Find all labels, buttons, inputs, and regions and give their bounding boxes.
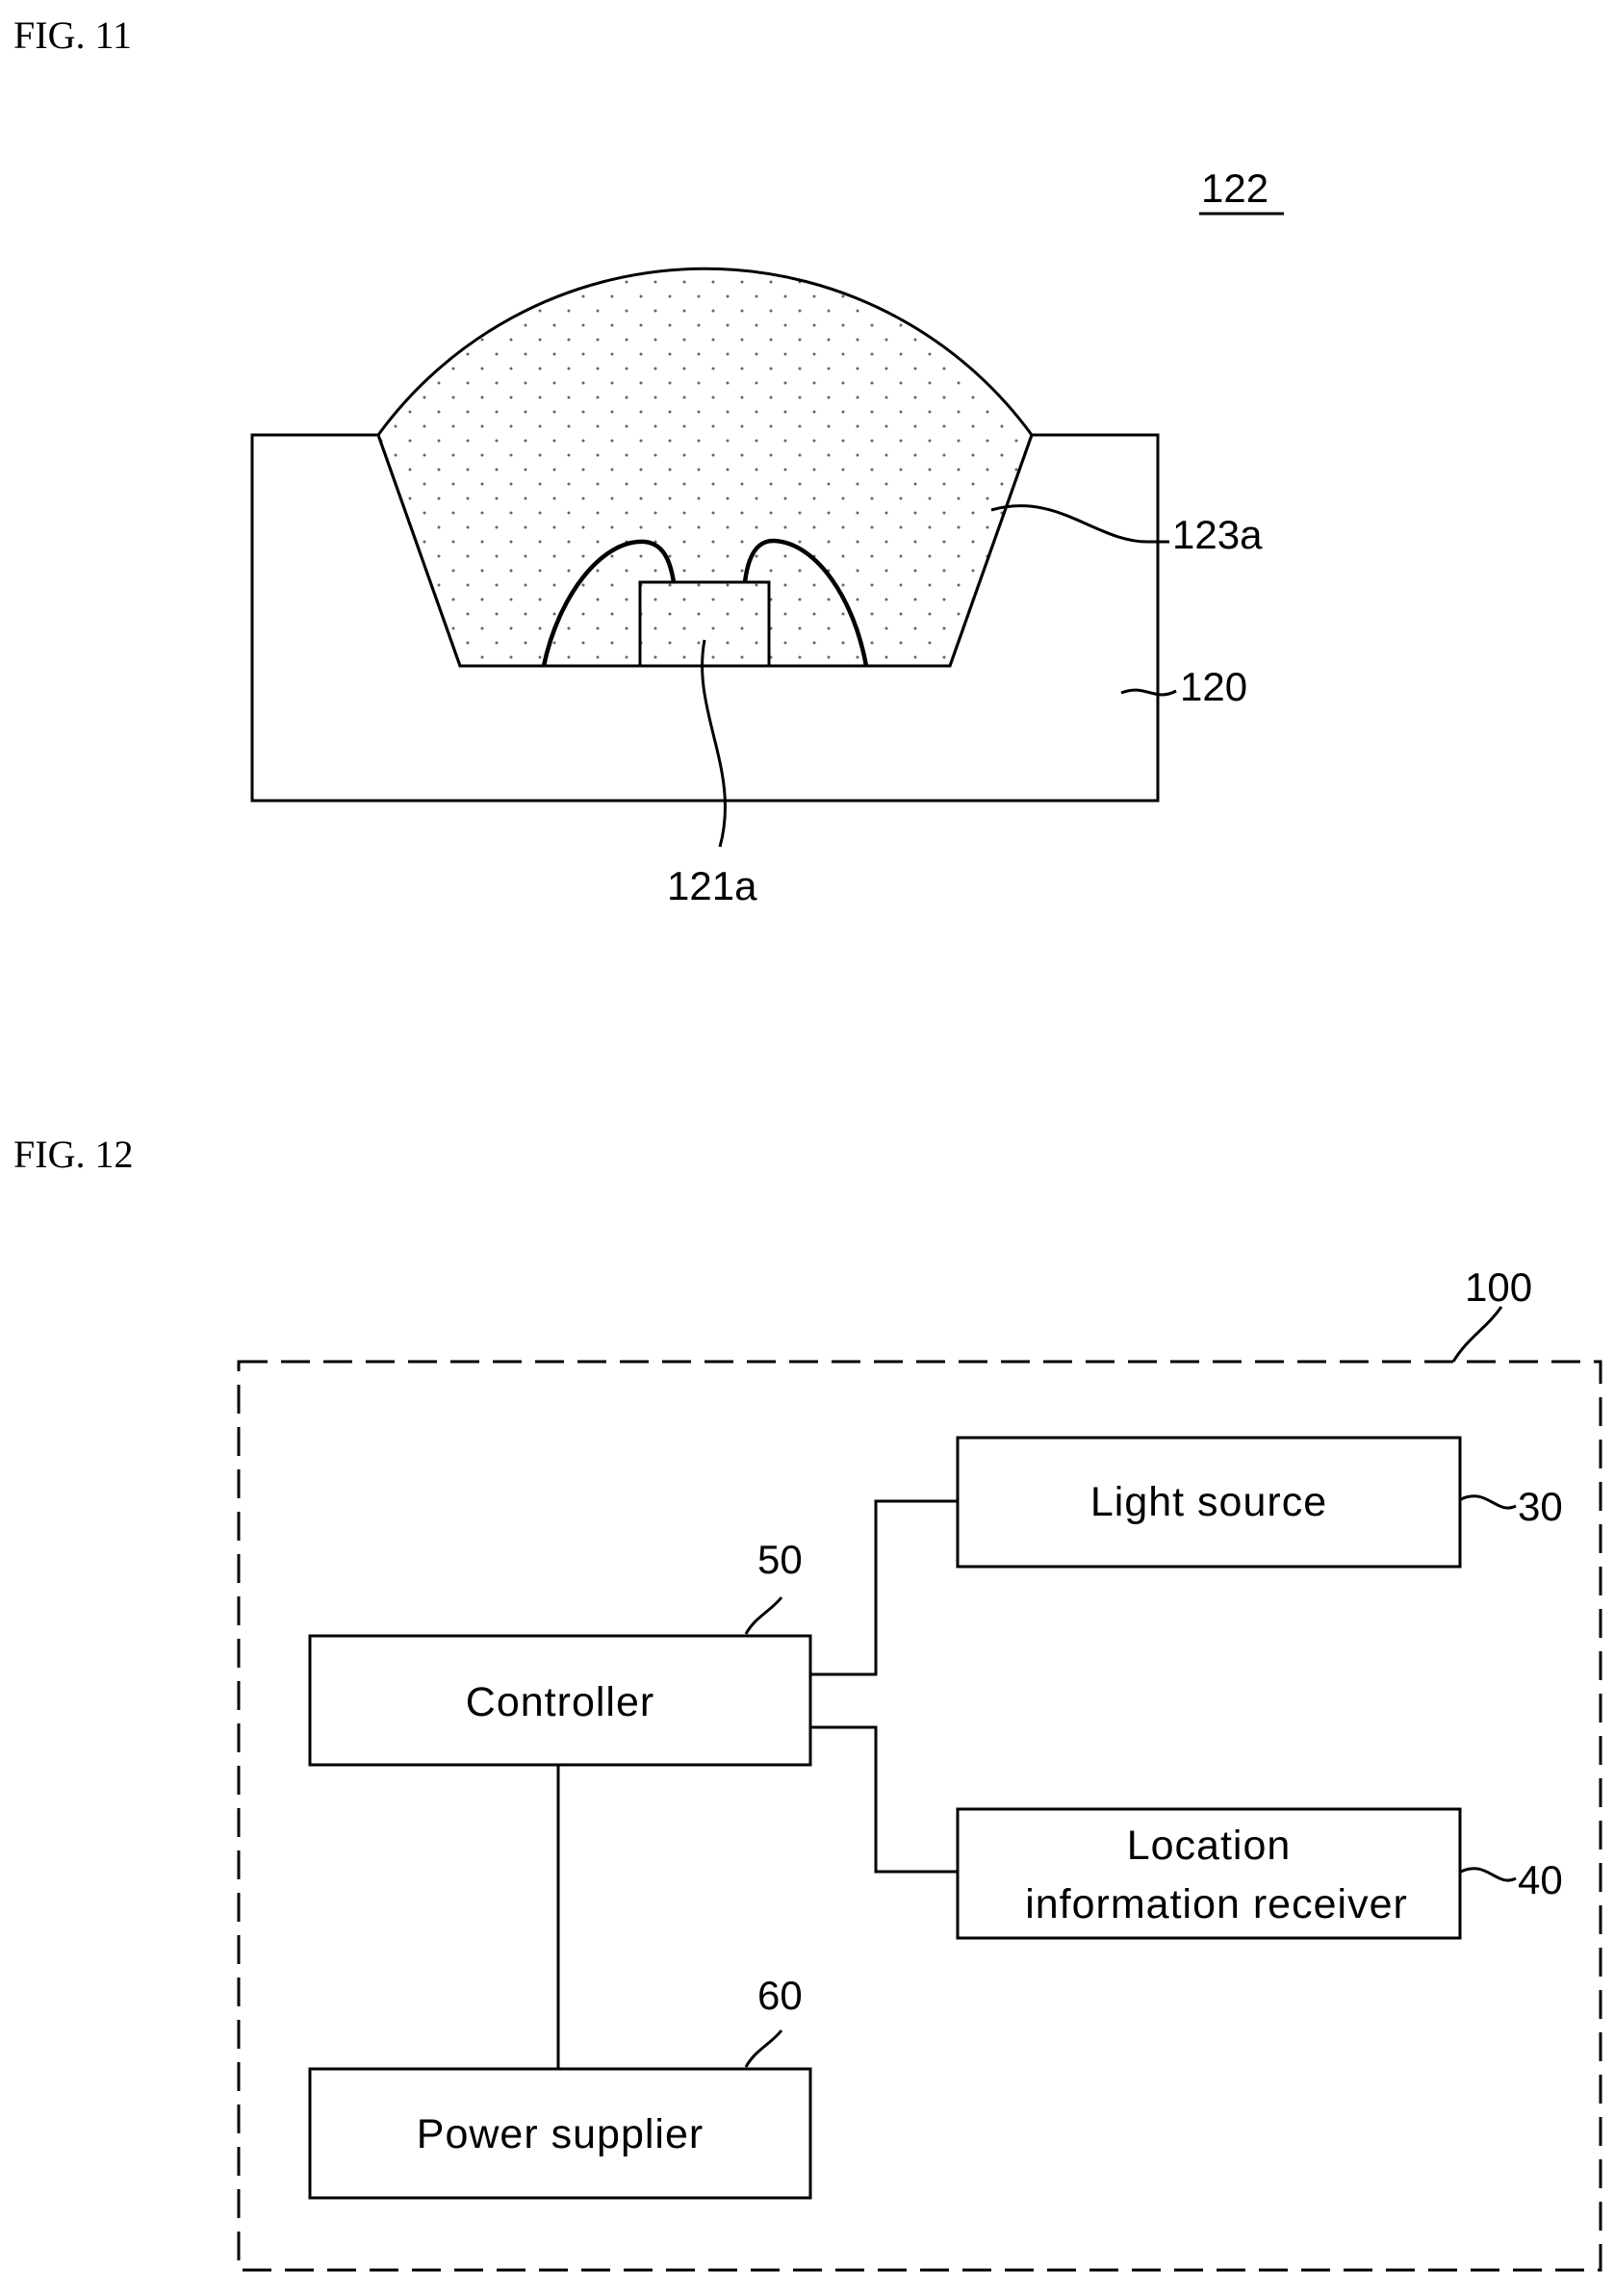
encapsulant-123a: [378, 268, 1032, 666]
leader-line-40: [1461, 1869, 1516, 1880]
light-source-label: Light source: [1090, 1479, 1327, 1525]
controller-label: Controller: [466, 1679, 654, 1725]
ref-40-label: 40: [1518, 1857, 1563, 1902]
leader-line-100: [1453, 1307, 1501, 1362]
connector-controller-light-source: [810, 1501, 958, 1674]
ref-122-label: 122: [1201, 166, 1268, 211]
leader-line-120: [1121, 690, 1176, 695]
location-receiver-label-line1: Location: [1127, 1823, 1292, 1869]
ref-100-label: 100: [1465, 1264, 1532, 1310]
leader-line-50: [746, 1597, 781, 1634]
leader-line-123a: [991, 506, 1169, 542]
power-supplier-label: Power supplier: [417, 2111, 704, 2157]
location-receiver-label-line2: information receiver: [1025, 1881, 1408, 1927]
leader-line-121a: [703, 640, 726, 847]
ref-30-label: 30: [1518, 1484, 1563, 1529]
connector-controller-location-receiver: [810, 1727, 958, 1872]
ref-121a-label: 121a: [667, 863, 757, 908]
leader-line-30: [1461, 1496, 1516, 1508]
ref-50-label: 50: [757, 1537, 803, 1582]
ref-60-label: 60: [757, 1973, 803, 2018]
ref-123a-label: 123a: [1172, 512, 1263, 557]
fig12-title: FIG. 12: [13, 1133, 133, 1176]
ref-120-label: 120: [1180, 664, 1247, 709]
fig11-title: FIG. 11: [13, 13, 132, 57]
leader-line-60: [746, 2030, 781, 2067]
